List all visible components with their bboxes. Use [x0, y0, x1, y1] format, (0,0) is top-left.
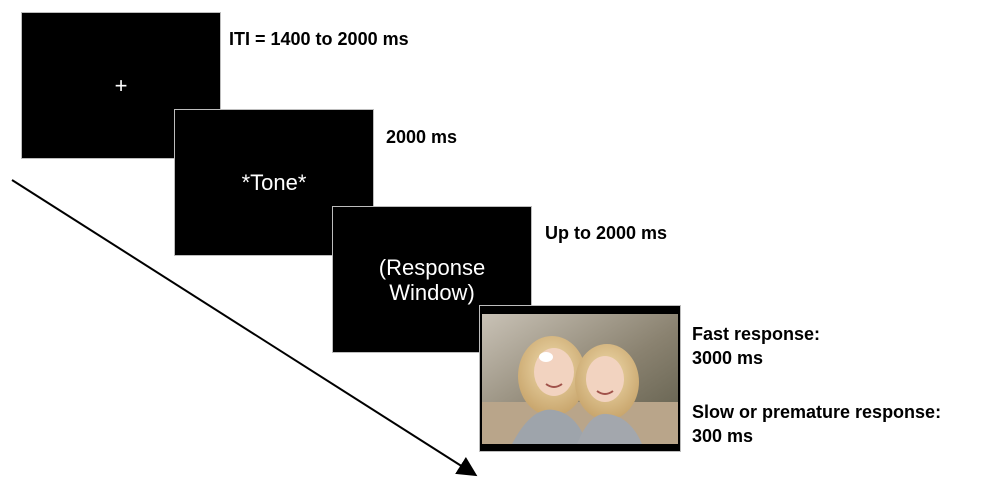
tone-duration-label: 2000 ms [386, 127, 458, 147]
fixation-cross: + [114, 72, 128, 98]
fast-response-label: Fast response: [692, 324, 821, 344]
response-window-text: (Response Window) [379, 255, 485, 305]
tone-text: *Tone* [241, 169, 307, 195]
response-line-2: Window) [389, 279, 475, 305]
fast-response-duration: 3000 ms [692, 348, 764, 368]
response-duration-label: Up to 2000 ms [545, 223, 668, 243]
children-photo-placeholder [482, 314, 678, 444]
feedback-photo [479, 305, 681, 452]
slow-response-label: Slow or premature response: [692, 402, 942, 422]
response-line-1: (Response [378, 254, 486, 280]
slow-response-duration: 300 ms [692, 426, 754, 446]
iti-label: ITI = 1400 to 2000 ms [229, 29, 409, 49]
response-window-screen: (Response Window) [332, 206, 532, 353]
